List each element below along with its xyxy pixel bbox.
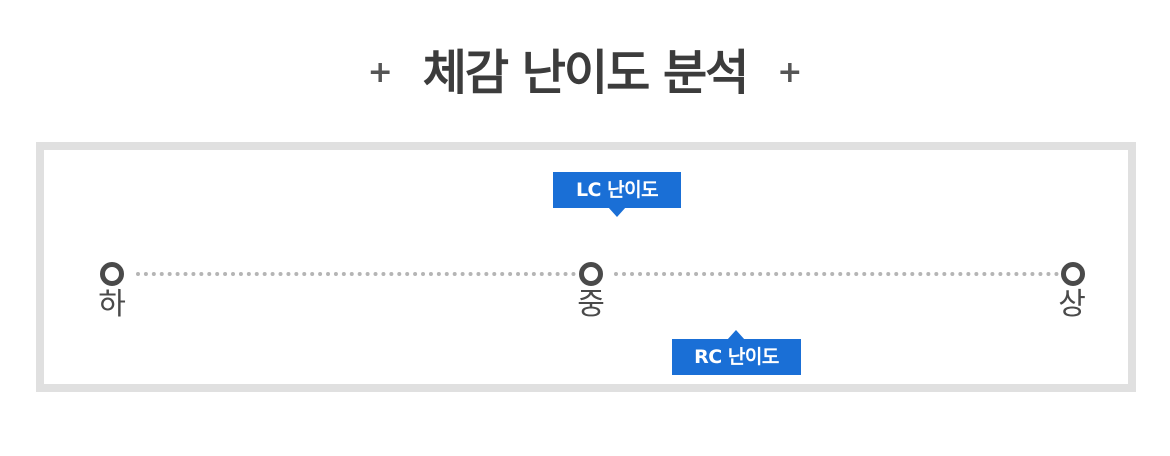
page-title: 체감 난이도 분석 (422, 45, 750, 101)
plus-icon-right: + (777, 55, 803, 90)
dotted-line-left (136, 272, 576, 276)
difficulty-panel: 하 중 상 LC 난이도 RC 난이도 (36, 142, 1136, 392)
lc-difficulty-marker: LC 난이도 (553, 172, 681, 217)
scale-label-high: 상 (1058, 287, 1086, 322)
plus-icon-left: + (367, 55, 393, 90)
marker-pointer-icon (727, 330, 745, 340)
difficulty-scale: 하 중 상 LC 난이도 RC 난이도 (44, 150, 1128, 384)
lc-difficulty-label: LC 난이도 (575, 179, 659, 201)
scale-node-high (1061, 262, 1085, 286)
rc-difficulty-marker: RC 난이도 (672, 330, 801, 375)
dotted-line-right (614, 272, 1059, 276)
scale-label-mid: 중 (577, 287, 605, 322)
scale-node-low (100, 262, 124, 286)
rc-difficulty-label: RC 난이도 (694, 346, 779, 368)
marker-pointer-icon (608, 207, 626, 217)
scale-label-low: 하 (98, 287, 126, 322)
section-heading: + 체감 난이도 분석 + (0, 38, 1170, 108)
scale-node-mid (579, 262, 603, 286)
